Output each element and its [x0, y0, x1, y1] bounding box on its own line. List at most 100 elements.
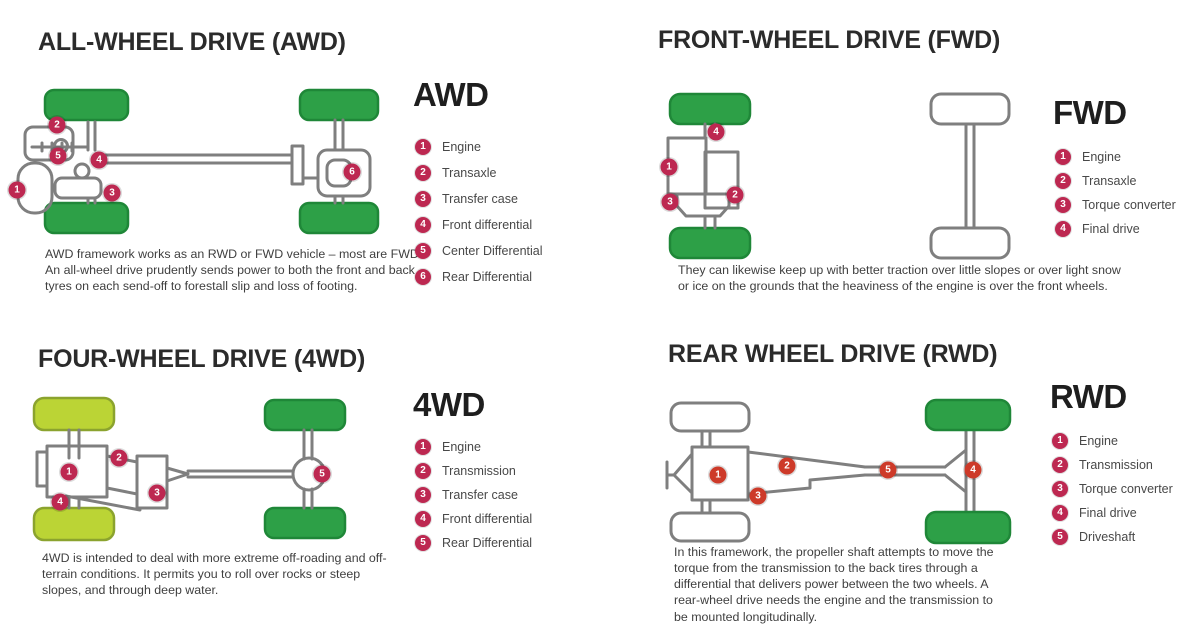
- fwd-rear-left-wheel: [929, 92, 1011, 126]
- awd-badge-transaxle: 2: [48, 116, 66, 134]
- legend-item-driveshaft: 5 Driveshaft: [1052, 528, 1173, 545]
- rwd-front-right-wheel: [669, 511, 751, 543]
- fwd-legend-title: FWD: [1053, 94, 1127, 131]
- legend-item-rear-differential: 5 Rear Differential: [415, 534, 532, 551]
- 4wd-badge-front-differential: 4: [51, 493, 69, 511]
- legend-item-transaxle: 2 Transaxle: [415, 164, 543, 181]
- legend-item-final-drive: 4 Final drive: [1055, 220, 1176, 237]
- legend-item-rear-differential: 6 Rear Differential: [415, 268, 543, 285]
- legend-num-badge: 4: [415, 216, 431, 233]
- legend-num-badge: 3: [415, 190, 431, 207]
- 4wd-lower-link: [64, 494, 142, 512]
- legend-num-badge: 2: [415, 462, 431, 479]
- legend-item-transfer-case: 3 Transfer case: [415, 486, 532, 503]
- fwd-title: FRONT-WHEEL DRIVE (FWD): [658, 26, 1001, 54]
- awd-title: ALL-WHEEL DRIVE (AWD): [38, 28, 346, 56]
- awd-front-right-wheel: [43, 201, 130, 235]
- rwd-rear-left-wheel: [924, 398, 1012, 432]
- legend-label: Engine: [1079, 433, 1118, 448]
- fwd-badge-engine: 1: [660, 158, 678, 176]
- awd-diagram: 1 2 3 4 5 6: [8, 78, 400, 240]
- awd-legend: AWD 1 Engine 2 Transaxle 3 Transfer case…: [413, 78, 543, 294]
- awd-legend-title: AWD: [413, 76, 489, 113]
- rwd-legend-title: RWD: [1050, 378, 1127, 415]
- legend-item-transmission: 2 Transmission: [1052, 456, 1173, 473]
- awd-rear-axle: [333, 118, 345, 205]
- fwd-front-left-wheel: [668, 92, 752, 126]
- legend-item-torque-converter: 3 Torque converter: [1055, 196, 1176, 213]
- awd-badge-front-differential: 4: [90, 151, 108, 169]
- fwd-transaxle: [703, 150, 740, 210]
- quadrant-rwd: REAR WHEEL DRIVE (RWD) 1 2 3 5 4 In this: [640, 314, 1200, 628]
- legend-label: Engine: [442, 439, 481, 454]
- rwd-description: In this framework, the propeller shaft a…: [674, 545, 994, 624]
- legend-label: Transmission: [442, 463, 516, 478]
- legend-label: Engine: [1082, 149, 1121, 164]
- fwd-chassis-diagram: [666, 92, 1011, 260]
- rwd-shaft-fork: [943, 448, 968, 494]
- legend-item-engine: 1 Engine: [1055, 148, 1176, 165]
- legend-label: Driveshaft: [1079, 529, 1136, 544]
- legend-label: Transaxle: [1082, 173, 1137, 188]
- rwd-badge-driveshaft: 5: [879, 461, 897, 479]
- 4wd-diagram: 1 2 3 4 5: [8, 390, 400, 548]
- legend-item-transfer-case: 3 Transfer case: [415, 190, 543, 207]
- legend-num-badge: 3: [1055, 196, 1071, 213]
- awd-front-axle: [86, 120, 97, 205]
- fwd-description: They can likewise keep up with better tr…: [678, 263, 1121, 294]
- legend-label: Transmission: [1079, 457, 1153, 472]
- legend-item-final-drive: 4 Final drive: [1052, 504, 1173, 521]
- fwd-rear-axle: [964, 122, 976, 230]
- legend-num-badge: 4: [1052, 504, 1068, 521]
- legend-num-badge: 1: [1055, 148, 1071, 165]
- 4wd-badge-transmission: 2: [110, 449, 128, 467]
- legend-num-badge: 5: [415, 534, 431, 551]
- 4wd-rear-right-wheel: [263, 506, 347, 540]
- fwd-legend: FWD 1 Engine 2 Transaxle 3 Torque conver…: [1053, 96, 1176, 244]
- awd-badge-rear-differential: 6: [343, 163, 361, 181]
- legend-label: Engine: [442, 139, 481, 154]
- legend-item-transaxle: 2 Transaxle: [1055, 172, 1176, 189]
- rwd-rear-right-wheel: [924, 510, 1012, 545]
- legend-num-badge: 1: [415, 138, 431, 155]
- awd-transfer-case: [53, 176, 103, 200]
- legend-num-badge: 2: [1052, 456, 1068, 473]
- legend-num-badge: 6: [415, 268, 431, 285]
- awd-rear-right-wheel: [298, 201, 380, 235]
- legend-num-badge: 1: [415, 438, 431, 455]
- rwd-transmission: [746, 450, 867, 496]
- legend-item-front-differential: 4 Front differential: [415, 510, 532, 527]
- legend-item-transmission: 2 Transmission: [415, 462, 532, 479]
- rwd-front-left-wheel: [669, 401, 751, 433]
- awd-badge-transfer-case: 3: [103, 184, 121, 202]
- legend-label: Front differential: [442, 217, 533, 232]
- fwd-badge-final-drive: 4: [707, 123, 725, 141]
- quadrant-awd: ALL-WHEEL DRIVE (AWD): [0, 0, 640, 314]
- legend-item-engine: 1 Engine: [415, 438, 532, 455]
- legend-num-badge: 2: [415, 164, 431, 181]
- 4wd-rear-axle: [302, 428, 314, 510]
- 4wd-title: FOUR-WHEEL DRIVE (4WD): [38, 345, 366, 373]
- awd-shaft-bracket: [290, 144, 305, 186]
- awd-axis-line: [30, 141, 90, 153]
- 4wd-badge-engine: 1: [60, 463, 78, 481]
- fwd-badge-transaxle: 2: [726, 186, 744, 204]
- fwd-diagram: 4 1 2 3: [655, 80, 1035, 270]
- 4wd-driveshaft: [186, 469, 294, 479]
- rwd-badge-torque-converter: 3: [749, 487, 767, 505]
- legend-label: Transfer case: [442, 191, 518, 206]
- awd-badge-center-differential: 5: [49, 147, 67, 165]
- legend-num-badge: 3: [1052, 480, 1068, 497]
- legend-label: Final drive: [1079, 505, 1137, 520]
- legend-item-engine: 1 Engine: [1052, 432, 1173, 449]
- 4wd-shaft-nose: [165, 466, 190, 483]
- legend-num-badge: 4: [415, 510, 431, 527]
- legend-label: Transfer case: [442, 487, 518, 502]
- legend-item-torque-converter: 3 Torque converter: [1052, 480, 1173, 497]
- rwd-front-axle: [700, 429, 712, 515]
- rwd-legend: RWD 1 Engine 2 Transmission 3 Torque con…: [1050, 380, 1173, 552]
- 4wd-front-axle: [67, 428, 81, 510]
- 4wd-legend-title: 4WD: [413, 386, 485, 423]
- rwd-engine: [690, 445, 750, 502]
